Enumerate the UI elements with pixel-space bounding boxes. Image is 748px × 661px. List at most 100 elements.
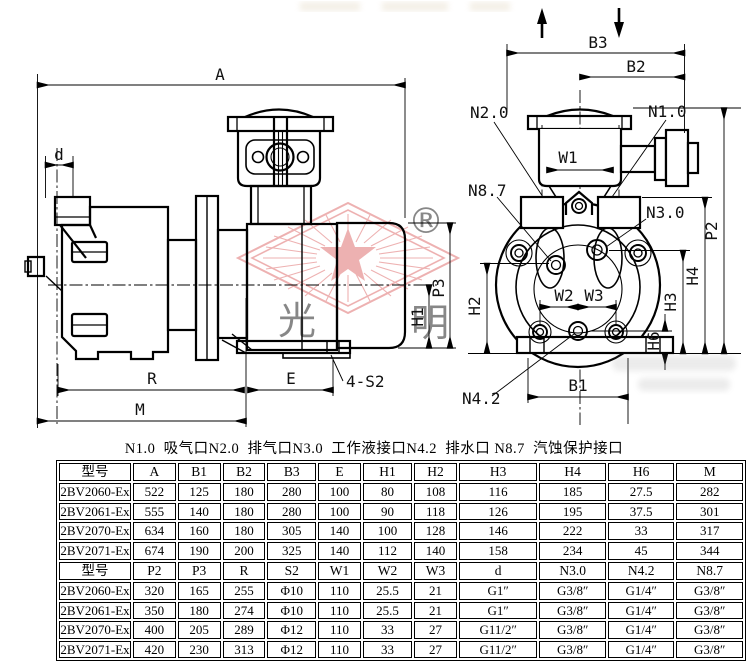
dim-label-b3: B3 — [588, 33, 607, 52]
cell: 2BV2061-Ex — [59, 502, 131, 521]
cell: 313 — [222, 640, 266, 659]
dim-label-b2: B2 — [626, 57, 645, 76]
cell: 325 — [267, 542, 317, 560]
table-row: 2BV2070-Ex 400 205 289 Φ12 110 33 27 G11… — [59, 621, 743, 639]
dim-label-a: A — [215, 65, 225, 84]
cell: G1/4″ — [607, 640, 675, 659]
cell: 100 — [362, 522, 413, 541]
dim-label-h2: H2 — [465, 296, 484, 315]
side-view: A d R E M 4-S2 P3 H1 — [24, 65, 456, 428]
table-header-row: 型号 P2 P3 R S2 W1 W2 W3 d N3.0 N4.2 N8.7 — [59, 561, 743, 580]
table-row: 2BV2061-Ex 350 180 274 Φ10 110 25.5 21 G… — [59, 601, 743, 620]
cell: 222 — [539, 522, 606, 541]
cell: 140 — [177, 502, 221, 521]
cell: 180 — [222, 522, 266, 541]
col-header: M — [676, 463, 743, 482]
cell: Φ12 — [267, 621, 317, 639]
cell: 2BV2070-Ex — [59, 522, 131, 541]
cell: 400 — [133, 621, 176, 639]
col-header: W3 — [414, 561, 457, 580]
cell: 2BV2071-Ex — [59, 542, 131, 560]
cell: 110 — [318, 640, 361, 659]
dim-label-h1: H1 — [408, 307, 427, 326]
cell: 25.5 — [362, 601, 413, 620]
cell: 80 — [362, 483, 413, 501]
port-label-n8-7: N8.7 — [468, 181, 507, 200]
cell: 37.5 — [607, 502, 675, 521]
end-view: B3 B2 W1 W2 W3 B1 H2 H6 H3 H4 P2 N2.0 N1… — [462, 8, 741, 425]
cell: G3/8″ — [676, 621, 743, 639]
cell: G3/8″ — [676, 601, 743, 620]
dim-label-w3: W3 — [584, 286, 603, 305]
cell: 180 — [177, 601, 221, 620]
cell: 190 — [177, 542, 221, 560]
cell: 128 — [414, 522, 457, 541]
table-row: 2BV2061-Ex 555 140 180 280 100 90 118 12… — [59, 502, 743, 521]
cell: G3/8″ — [539, 581, 606, 600]
col-header: W1 — [318, 561, 361, 580]
cell: G1/4″ — [607, 601, 675, 620]
col-header: N8.7 — [676, 561, 743, 580]
star-icon — [320, 228, 376, 281]
cell: 116 — [458, 483, 538, 501]
cell: 112 — [362, 542, 413, 560]
port-label-n3-0: N3.0 — [646, 203, 685, 222]
cell: 2BV2060-Ex — [59, 581, 131, 600]
callout-4-s2: 4-S2 — [346, 372, 385, 391]
dim-label-m: M — [135, 400, 145, 419]
faint-watermark — [612, 356, 736, 391]
dim-label-p2: P2 — [702, 221, 721, 240]
dim-label-w1: W1 — [558, 148, 577, 167]
cell: 146 — [458, 522, 538, 541]
cell: 21 — [414, 581, 457, 600]
cell: 90 — [362, 502, 413, 521]
cell: 21 — [414, 601, 457, 620]
cell: 200 — [222, 542, 266, 560]
col-header: H3 — [458, 463, 538, 482]
cell: 100 — [318, 483, 361, 501]
cell: 140 — [414, 542, 457, 560]
cell: 110 — [318, 601, 361, 620]
discharge-arrow-icon — [614, 8, 624, 38]
cell: 280 — [267, 483, 317, 501]
dim-label-d: d — [54, 145, 64, 164]
cell: 45 — [607, 542, 675, 560]
cell: 27 — [414, 640, 457, 659]
watermark-char-1: 光 — [278, 299, 316, 343]
cell: 195 — [539, 502, 606, 521]
cell: 27 — [414, 621, 457, 639]
cell: G3/8″ — [676, 581, 743, 600]
cell: 522 — [133, 483, 176, 501]
table-row: 2BV2070-Ex 634 160 180 305 140 100 128 1… — [59, 522, 743, 541]
cell: 230 — [177, 640, 221, 659]
col-header: B2 — [222, 463, 266, 482]
cell: G3/8″ — [539, 601, 606, 620]
dim-label-r: R — [147, 369, 157, 388]
cell: 674 — [133, 542, 176, 560]
cell: 158 — [458, 542, 538, 560]
cell: 301 — [676, 502, 743, 521]
col-header: H1 — [362, 463, 413, 482]
cell: Φ10 — [267, 601, 317, 620]
faint-top-watermark — [300, 2, 510, 11]
dim-label-b1: B1 — [568, 376, 587, 395]
cell: 165 — [177, 581, 221, 600]
registered-mark: ® — [408, 201, 444, 242]
col-header: N3.0 — [539, 561, 606, 580]
cell: 100 — [318, 502, 361, 521]
col-header: 型号 — [59, 561, 131, 580]
col-header: H6 — [607, 463, 675, 482]
col-header: P2 — [133, 561, 176, 580]
cell: 110 — [318, 621, 361, 639]
cell: G11/2″ — [458, 640, 538, 659]
table-header-row: 型号 A B1 B2 B3 E H1 H2 H3 H4 H6 M — [59, 463, 743, 482]
col-header: W2 — [362, 561, 413, 580]
port-label-n2-0: N2.0 — [470, 103, 509, 122]
table-row: 2BV2071-Ex 420 230 313 Φ12 110 33 27 G11… — [59, 640, 743, 659]
cell: 289 — [222, 621, 266, 639]
dimension-table: 型号 A B1 B2 B3 E H1 H2 H3 H4 H6 M 2BV2060… — [56, 460, 746, 661]
cell: 180 — [222, 483, 266, 501]
cell: 234 — [539, 542, 606, 560]
cell: G3/8″ — [539, 640, 606, 659]
cell: 2BV2070-Ex — [59, 621, 131, 639]
